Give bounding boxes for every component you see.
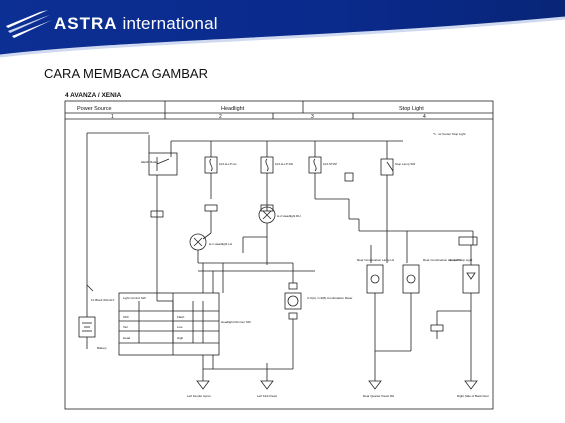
dimmer-row-flash: Flash bbox=[177, 315, 185, 319]
fuse-label-head-relay: HEAD Relay bbox=[141, 160, 158, 164]
ground-label-fender: Left Fender Apron bbox=[187, 394, 211, 398]
switch-row-tail: Tail bbox=[123, 325, 128, 329]
fuse-label-stop: 10A STOP bbox=[323, 162, 337, 166]
rear-lamp-rh bbox=[402, 264, 420, 294]
label-light-control-switch: Light Control SW bbox=[123, 296, 146, 300]
diagram-frame bbox=[64, 100, 494, 410]
astra-logo-icon bbox=[6, 10, 52, 38]
stop-lamp-switch bbox=[380, 158, 394, 176]
column-4: 4 bbox=[423, 114, 426, 120]
ground-label-back-door: Right Side of Back Door bbox=[457, 394, 489, 398]
label-high-mount-note: *1 : w/ Center Stop Light bbox=[433, 132, 466, 136]
ground-symbol bbox=[368, 380, 382, 390]
label-battery: Battery bbox=[97, 346, 107, 350]
label-dimmer-switch: Headlight Dimmer SW bbox=[221, 320, 251, 324]
label-fusible-link: FL Block 60A ALT bbox=[91, 298, 115, 302]
diagram-model-label: 4 AVANZA / XENIA bbox=[65, 92, 122, 99]
fuse-label-hlp-lh: 10A H-LP LH bbox=[219, 162, 236, 166]
brand-light: international bbox=[122, 14, 218, 33]
label-headlight-rh: H-2 Headlight RH bbox=[277, 214, 301, 218]
dimmer-row-low: Low bbox=[177, 325, 183, 329]
ground-symbol bbox=[196, 380, 210, 390]
label-rear-lamp-lh: Rear Combination Lamp LH bbox=[357, 258, 394, 262]
column-1: 1 bbox=[111, 114, 114, 120]
section-headlight: Headlight bbox=[221, 106, 245, 112]
column-2: 2 bbox=[219, 114, 222, 120]
light-control-switch bbox=[118, 292, 220, 356]
switch-row-off: OFF bbox=[123, 315, 129, 319]
dimmer-row-high: High bbox=[177, 336, 184, 340]
joint-connector bbox=[344, 172, 354, 182]
section-power-source: Power Source bbox=[77, 106, 112, 112]
switch-row-head: Head bbox=[123, 336, 131, 340]
label-headlight-lh: H-1 Headlight LH bbox=[209, 242, 232, 246]
ground-symbol bbox=[260, 380, 274, 390]
ground-label-kick-panel: Left Kick Panel bbox=[257, 394, 277, 398]
combination-meter bbox=[284, 292, 302, 310]
ground-symbol bbox=[464, 380, 478, 390]
column-3: 3 bbox=[311, 114, 314, 120]
banner-background bbox=[0, 0, 565, 68]
ground-label-quarter-panel: Rear Quarter Panel RH bbox=[363, 394, 394, 398]
fuse-label-hlp-rh: 10A H-LP RH bbox=[275, 162, 293, 166]
head-relay bbox=[148, 152, 178, 176]
label-rear-lamp-rh: Rear Combination Lamp RH bbox=[423, 258, 461, 262]
section-stop-light: Stop Light bbox=[399, 106, 424, 112]
label-combination-meter: C-9(A), C-9(B) Combination Meter bbox=[307, 296, 353, 300]
header-banner: ASTRA international bbox=[0, 0, 565, 68]
rear-lamp-lh bbox=[366, 264, 384, 294]
label-center-stop-light: Center Stop Light bbox=[449, 258, 473, 262]
brand-wordmark: ASTRA international bbox=[54, 14, 218, 34]
label-stop-lamp-sw: Stop Lamp SW bbox=[395, 162, 415, 166]
wiring-diagram: 4 AVANZA / XENIA Power Source Headlight … bbox=[64, 92, 494, 410]
brand-bold: ASTRA bbox=[54, 14, 118, 33]
slide-title: CARA MEMBACA GAMBAR bbox=[44, 66, 208, 81]
